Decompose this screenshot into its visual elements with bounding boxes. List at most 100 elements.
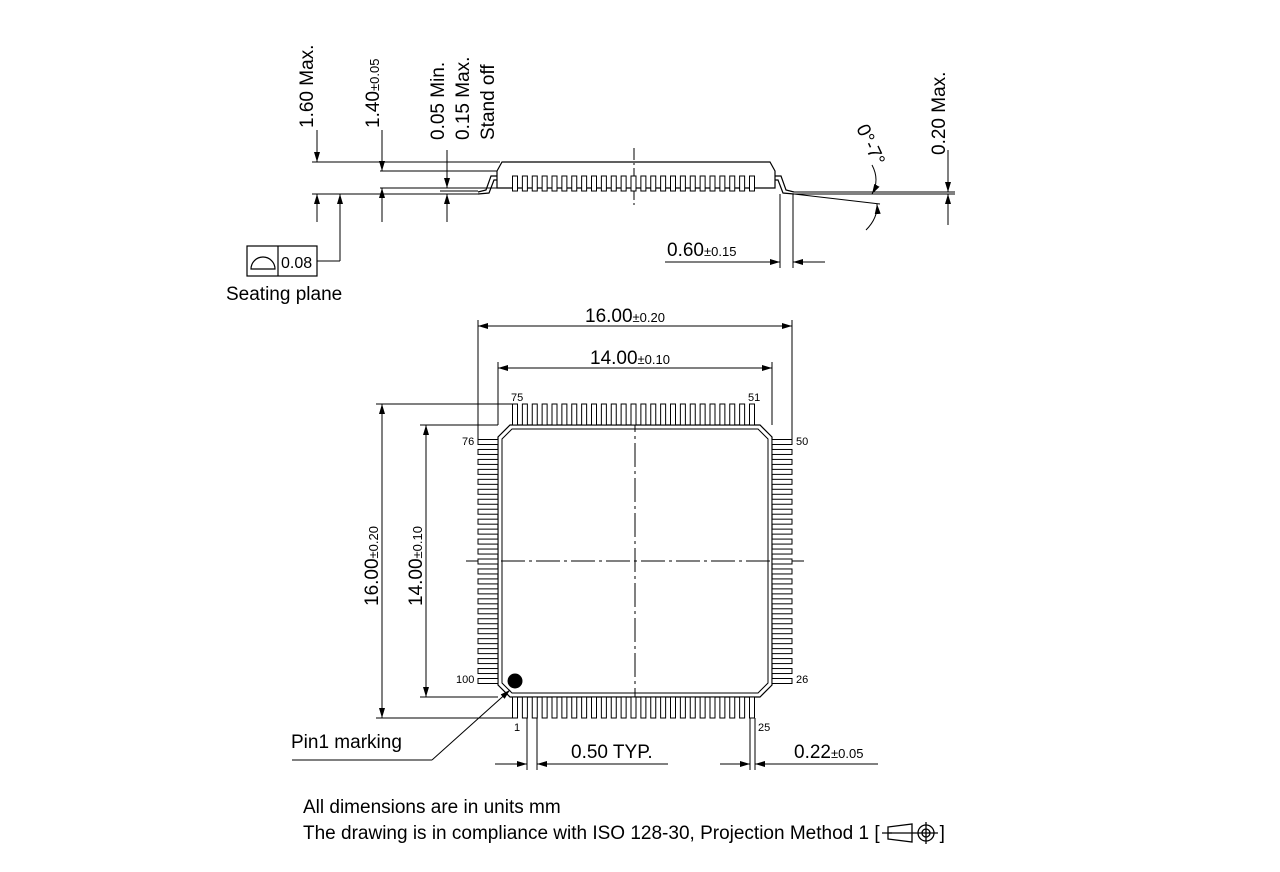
side-lead-right	[775, 175, 795, 195]
pin-label-51: 51	[748, 392, 760, 404]
lead-left-column	[477, 558, 499, 565]
dim-body-height: 14.00±0.10	[406, 526, 427, 606]
lead-top-row	[512, 403, 518, 426]
dim-lead-thickness: 0.20 Max.	[929, 72, 950, 155]
side-lead-stub	[739, 175, 746, 192]
lead-bottom-row	[749, 696, 755, 719]
lead-right-column	[771, 458, 793, 465]
top-view-leads	[477, 403, 793, 719]
dim-overall-height: 16.00±0.20	[362, 526, 383, 606]
lead-left-column	[477, 598, 499, 605]
lead-top-row	[660, 403, 667, 426]
lead-bottom-row	[670, 696, 676, 719]
side-lead-stub	[660, 175, 667, 192]
lead-bottom-row	[591, 696, 597, 719]
side-lead-stub	[591, 175, 597, 192]
lead-top-row	[610, 403, 617, 426]
dim-standoff-min: 0.05 Min.	[428, 62, 449, 140]
lead-bottom-row	[699, 696, 706, 719]
lead-right-column	[771, 558, 793, 565]
lead-left-column	[477, 458, 499, 465]
side-lead-stub	[571, 175, 578, 192]
lead-right-column	[771, 618, 793, 625]
dim-body-width: 14.00±0.10	[590, 348, 670, 369]
side-lead-stub	[729, 175, 736, 192]
note-projection: The drawing is in compliance with ISO 12…	[303, 822, 945, 844]
dim-body-height-side: 1.40±0.05	[363, 59, 384, 128]
lead-top-row	[640, 403, 647, 426]
lead-bottom-row	[610, 696, 617, 719]
lead-left-column	[477, 468, 499, 475]
dim-foot-length: 0.60±0.15	[667, 240, 736, 261]
lead-left-column	[477, 668, 499, 675]
side-lead-stub	[670, 175, 676, 192]
pin1-marking-dot	[507, 673, 523, 689]
lead-left-column	[477, 488, 499, 495]
lead-right-column	[771, 598, 793, 605]
side-lead-stub	[699, 175, 706, 192]
coplanarity-value: 0.08	[281, 255, 312, 272]
pin-label-1: 1	[514, 722, 520, 734]
side-lead-stub	[709, 175, 716, 192]
lead-top-row	[521, 403, 528, 426]
lead-bottom-row	[551, 696, 558, 719]
side-lead-stub	[521, 175, 528, 192]
first-angle-projection-icon	[881, 822, 938, 844]
side-lead-stub	[531, 175, 538, 192]
lead-left-column	[477, 518, 499, 525]
lead-left-column	[477, 538, 499, 545]
lead-top-row	[650, 403, 657, 426]
lead-bottom-row	[521, 696, 528, 719]
pin-label-26: 26	[796, 674, 808, 686]
lead-left-column	[477, 528, 499, 535]
lead-top-row	[709, 403, 716, 426]
lead-right-column	[771, 448, 793, 455]
pin-label-25: 25	[758, 722, 770, 734]
lead-left-column	[477, 568, 499, 575]
lead-right-column	[771, 548, 793, 555]
lead-left-column	[477, 508, 499, 515]
lead-bottom-row	[689, 696, 696, 719]
lead-left-column	[477, 588, 499, 595]
lead-right-column	[771, 488, 793, 495]
lead-bottom-row	[512, 696, 518, 719]
lead-bottom-row	[571, 696, 578, 719]
lead-bottom-row	[660, 696, 667, 719]
lead-bottom-row	[561, 696, 568, 719]
side-lead-stub	[561, 175, 568, 192]
pin-label-100: 100	[456, 674, 474, 686]
lead-bottom-row	[531, 696, 538, 719]
flatness-symbol-icon	[250, 256, 276, 270]
lead-top-row	[679, 403, 686, 426]
lead-bottom-row	[729, 696, 736, 719]
lead-right-column	[771, 538, 793, 545]
lead-left-column	[477, 658, 499, 665]
side-lead-stub	[600, 175, 607, 192]
top-view	[466, 408, 804, 716]
lead-bottom-row	[679, 696, 686, 719]
dim-total-height: 1.60 Max.	[297, 45, 318, 128]
note-units: All dimensions are in units mm	[303, 797, 561, 818]
lead-top-row	[581, 403, 588, 426]
lead-right-column	[771, 638, 793, 645]
lead-top-row	[571, 403, 578, 426]
lead-left-column	[477, 478, 499, 485]
lead-left-column	[477, 439, 499, 445]
lead-top-row	[551, 403, 558, 426]
side-lead-stub	[719, 175, 726, 192]
lead-right-column	[771, 578, 793, 585]
lead-right-column	[771, 588, 793, 595]
side-lead-stub	[689, 175, 696, 192]
lead-top-row	[729, 403, 736, 426]
lead-top-row	[600, 403, 607, 426]
pin-label-76: 76	[462, 436, 474, 448]
dim-lead-angle: 0°-7°	[851, 121, 888, 169]
lead-bottom-row	[739, 696, 746, 719]
lead-bottom-row	[650, 696, 657, 719]
side-lead-stub	[640, 175, 647, 192]
lead-left-column	[477, 548, 499, 555]
lead-left-column	[477, 638, 499, 645]
pin-label-75: 75	[511, 392, 523, 404]
lead-top-row	[561, 403, 568, 426]
